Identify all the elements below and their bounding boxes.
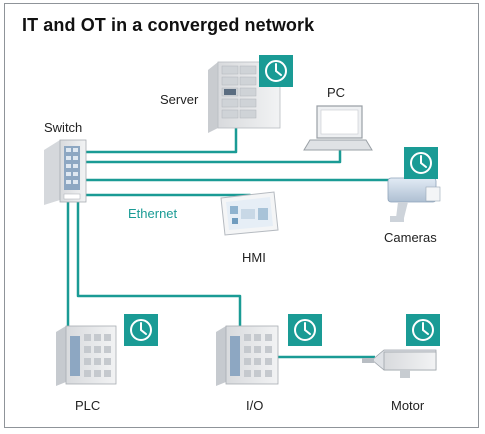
label-pc: PC <box>327 85 346 100</box>
ethernet-links <box>66 127 405 359</box>
clock-badge-plc <box>124 314 158 346</box>
motor-device <box>362 349 437 378</box>
label-ethernet: Ethernet <box>128 206 178 221</box>
link-switch-io <box>76 200 242 328</box>
label-io: I/O <box>246 398 264 413</box>
pc-device <box>303 105 373 151</box>
label-hmi: HMI <box>242 250 266 265</box>
label-motor: Motor <box>391 398 425 413</box>
clock-icon <box>294 319 316 341</box>
link-switch-server <box>85 127 238 154</box>
plc-device <box>56 325 117 386</box>
io-device <box>216 325 279 386</box>
label-plc: PLC <box>75 398 101 413</box>
clock-icon <box>265 60 287 82</box>
clock-icon <box>412 319 434 341</box>
label-cameras: Cameras <box>384 230 437 245</box>
clock-badge-motor <box>406 314 440 346</box>
clock-badge-cameras <box>404 147 438 179</box>
hmi-device <box>220 191 279 236</box>
link-switch-pc <box>85 148 342 164</box>
server-device <box>208 61 281 133</box>
clock-icon <box>130 319 152 341</box>
switch-device <box>44 139 87 205</box>
label-server: Server <box>160 92 199 107</box>
camera-device <box>387 177 441 222</box>
diagram-title: IT and OT in a converged network <box>22 15 315 35</box>
label-switch: Switch <box>44 120 83 135</box>
clock-badge-io <box>288 314 322 346</box>
clock-badge-server <box>259 55 293 87</box>
clock-icon <box>410 152 432 174</box>
